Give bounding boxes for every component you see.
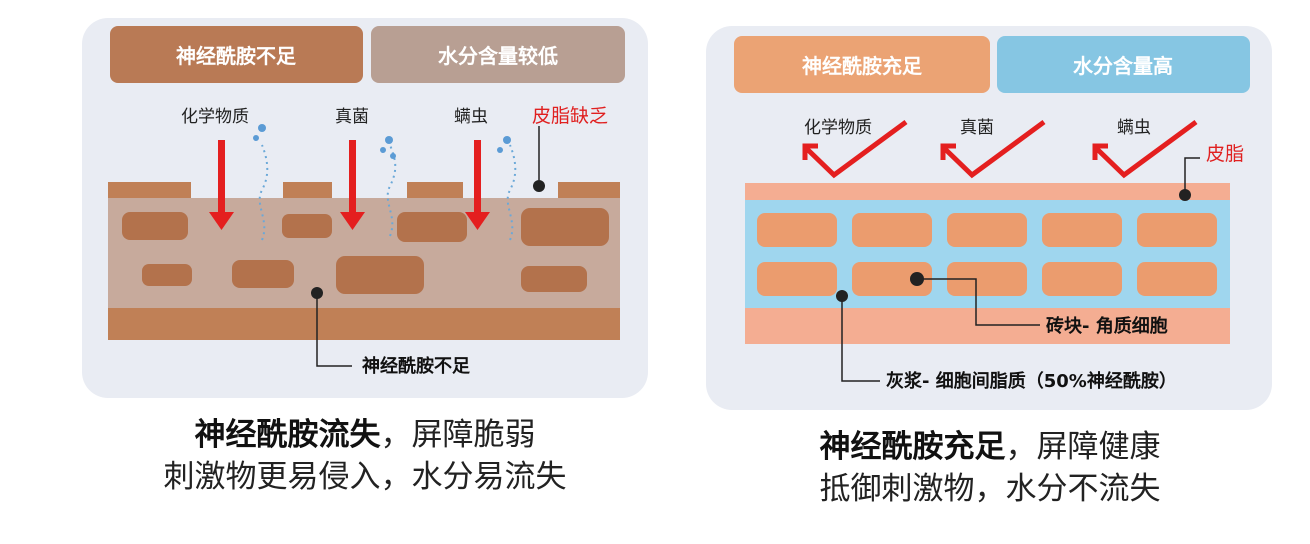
right-agent-mites: 螨虫: [1117, 118, 1151, 138]
left-top-layer-segment: [283, 182, 332, 198]
right-mortar-callout: 灰浆- 细胞间脂质（50%神经酰胺）: [886, 370, 1177, 392]
right-deflect-mites: [1092, 119, 1198, 179]
right-brick: [757, 262, 837, 296]
right-brick: [947, 213, 1027, 247]
left-header-low-moisture: [371, 26, 625, 83]
left-arrow-chemicals: [209, 140, 234, 230]
left-cell: [122, 212, 188, 240]
right-brick: [852, 262, 932, 296]
right-caption-bold: 神经酰胺充足: [819, 429, 1006, 465]
left-cell: [142, 264, 192, 286]
left-cell: [282, 214, 332, 238]
right-brick-callout: 砖块- 角质细胞: [1046, 315, 1168, 337]
right-sebum-layer: [745, 183, 1230, 200]
left-cell: [521, 266, 587, 292]
left-caption-rest: ，屏障脆弱: [380, 417, 536, 453]
left-top-layer-segment: [108, 182, 191, 198]
right-caption-line-2: 抵御刺激物，水分不流失: [819, 471, 1161, 507]
right-header-ceramide-sufficient-label: 神经酰胺充足: [802, 54, 923, 78]
left-arrow-mites: [465, 140, 490, 230]
left-arrow-fungi: [340, 140, 365, 230]
right-caption-rest: ，屏障健康: [1005, 429, 1161, 465]
left-water-droplets: [253, 124, 511, 159]
left-cell: [397, 212, 467, 242]
left-header-ceramide-deficient: [110, 26, 363, 83]
left-sebum-lacking-label: 皮脂缺乏: [532, 105, 608, 127]
left-agent-chemicals: 化学物质: [181, 107, 249, 127]
right-bottom-layer: [745, 308, 1230, 344]
right-caption-line-1: 神经酰胺充足，屏障健康: [712, 426, 1268, 468]
right-agent-fungi: 真菌: [960, 118, 994, 138]
left-agent-mites: 螨虫: [454, 107, 488, 127]
left-top-layer-segment: [558, 182, 620, 198]
right-header-ceramide-sufficient: [734, 36, 990, 93]
right-deflect-fungi: [940, 119, 1046, 179]
right-brick: [1137, 213, 1217, 247]
right-brick: [852, 213, 932, 247]
left-cell: [336, 256, 424, 294]
right-brick: [947, 262, 1027, 296]
left-cell: [521, 208, 609, 246]
left-caption-bold: 神经酰胺流失: [194, 417, 381, 453]
right-header-high-moisture-label: 水分含量高: [1073, 54, 1173, 78]
left-header-ceramide-deficient-label: 神经酰胺不足: [176, 44, 297, 68]
left-header-low-moisture-label: 水分含量较低: [438, 44, 558, 68]
right-brick: [1137, 262, 1217, 296]
right-brick: [1042, 262, 1122, 296]
left-agent-fungi: 真菌: [335, 107, 369, 127]
right-agent-chemicals: 化学物质: [804, 118, 872, 138]
right-caption: 神经酰胺充足，屏障健康 抵御刺激物，水分不流失: [712, 426, 1268, 510]
left-cell: [232, 260, 294, 288]
left-sebum-dot: [533, 180, 545, 192]
right-brick: [1042, 213, 1122, 247]
left-caption-line-1: 神经酰胺流失，屏障脆弱: [90, 414, 640, 456]
left-caption: 神经酰胺流失，屏障脆弱 刺激物更易侵入，水分易流失: [90, 414, 640, 498]
left-top-layer-segment: [407, 182, 463, 198]
left-ceramide-callout: 神经酰胺不足: [362, 355, 470, 377]
left-caption-line-2: 刺激物更易侵入，水分易流失: [163, 459, 567, 495]
left-bottom-layer: [108, 308, 620, 340]
right-deflect-chemicals: [802, 119, 908, 179]
right-header-high-moisture: [997, 36, 1250, 93]
right-brick: [757, 213, 837, 247]
right-sebum-label: 皮脂: [1206, 143, 1244, 165]
